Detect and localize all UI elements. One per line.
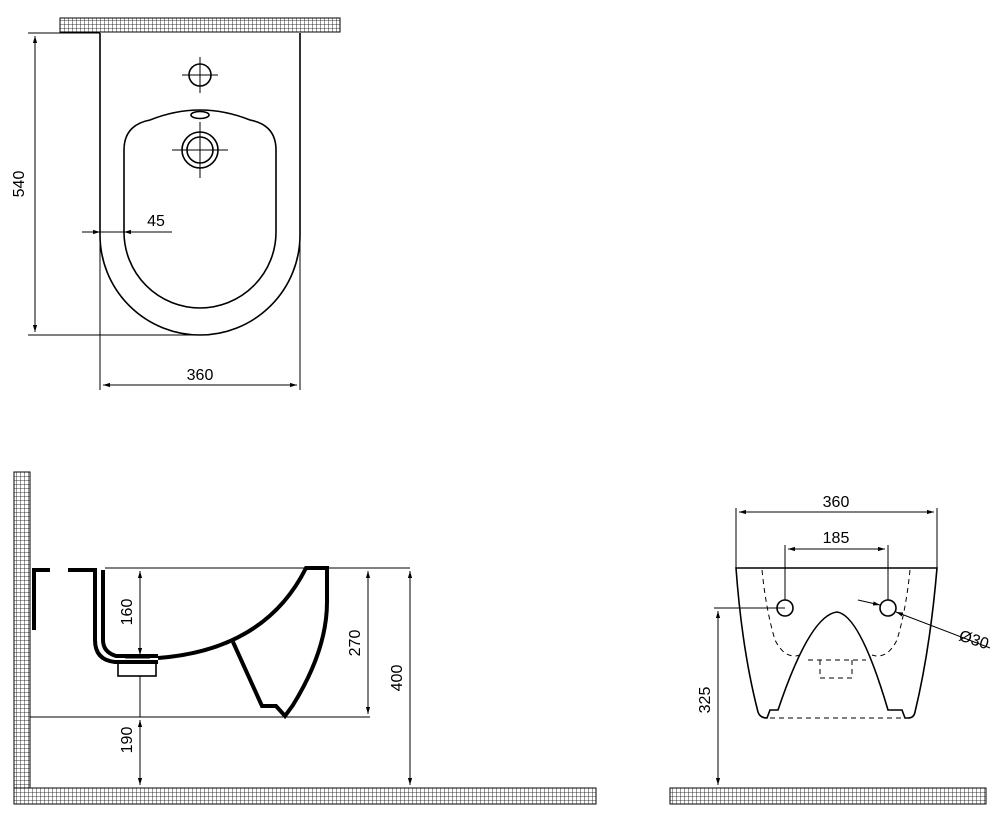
top-view: 540 45 360 (11, 17, 341, 390)
floor-hatch-side (13, 787, 597, 805)
dim-front-height-label: 270 (347, 630, 364, 657)
dim-hole-height-label: 325 (697, 687, 714, 714)
mounting-hole-right (879, 599, 897, 617)
floor-hatch-back (669, 787, 987, 805)
back-view: 360 185 Ø30 325 (669, 494, 991, 805)
dim-hole-diameter-label: Ø30 (957, 628, 991, 654)
dim-rim-label: 45 (147, 213, 165, 230)
hidden-line-left (761, 569, 801, 657)
drain-pipe-side (117, 661, 157, 677)
bowl-outline-top (123, 109, 277, 309)
dim-clearance-label: 190 (119, 727, 136, 754)
overflow-slot-icon (190, 110, 210, 120)
bidet-body-rear (68, 568, 158, 664)
dim-hole-spacing-label: 185 (823, 530, 850, 547)
tap-hole-icon (182, 57, 218, 93)
dim-bowl-depth-label: 160 (119, 599, 136, 626)
dim-back-width-label: 360 (823, 494, 850, 511)
dim-total-height-label: 400 (389, 665, 406, 692)
dim-width-label: 360 (187, 367, 214, 384)
wall-hatch-side (13, 471, 31, 789)
dim-depth-label: 540 (11, 171, 28, 198)
bidet-body-rear-inner (101, 570, 158, 658)
hidden-line-right (871, 569, 911, 657)
drain-icon (172, 122, 228, 178)
wall-hatch-top (59, 17, 341, 33)
bidet-outline-back (735, 567, 938, 719)
hidden-trap (808, 659, 866, 679)
side-view: 160 190 270 400 (13, 471, 597, 805)
bowl-curve-side (157, 566, 329, 720)
wall-bracket (32, 568, 50, 630)
